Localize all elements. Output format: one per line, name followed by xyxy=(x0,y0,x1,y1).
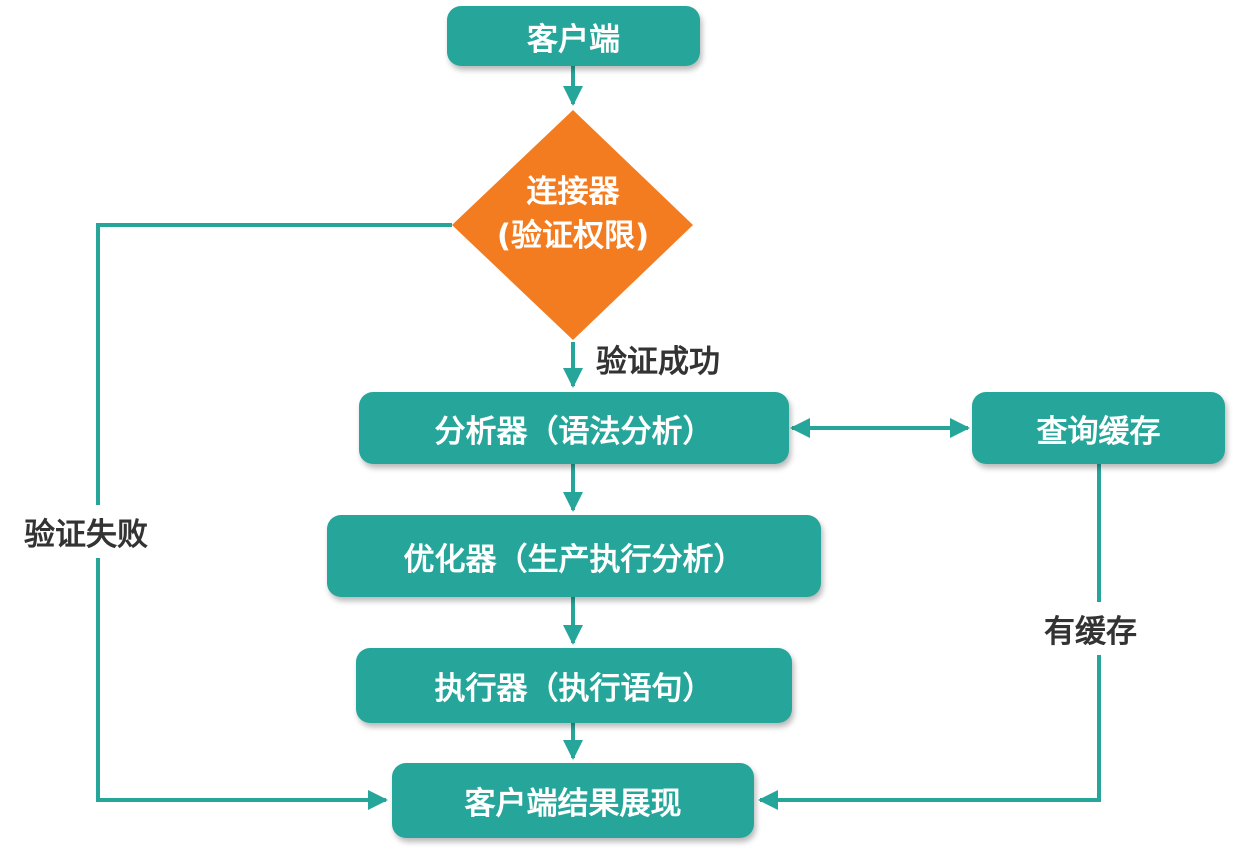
auth-success-label: 验证成功 xyxy=(596,344,720,380)
analyzer-node-label: 分析器（语法分析） xyxy=(434,413,714,450)
auth-failed-label: 验证失败 xyxy=(24,505,148,558)
analyzer-node: 分析器（语法分析） xyxy=(359,392,789,464)
connector-node: 连接器 (验证权限) xyxy=(468,170,678,258)
edge-has-cache xyxy=(758,464,1101,810)
optimizer-node: 优化器（生产执行分析） xyxy=(327,515,821,597)
result-node: 客户端结果展现 xyxy=(392,763,754,838)
connector-decision-diamond xyxy=(452,110,693,340)
result-node-label: 客户端结果展现 xyxy=(464,786,682,822)
client-node-label: 客户端 xyxy=(527,21,620,58)
connector-node-title: 连接器 xyxy=(526,174,620,210)
client-node: 客户端 xyxy=(447,6,700,66)
has-cache-label: 有缓存 xyxy=(1044,602,1137,655)
query-cache-node-label: 查询缓存 xyxy=(1036,413,1161,450)
connector-node-subtitle: (验证权限) xyxy=(496,218,650,254)
executor-node-label: 执行器（执行语句） xyxy=(434,671,714,707)
query-cache-node: 查询缓存 xyxy=(972,392,1225,464)
executor-node: 执行器（执行语句） xyxy=(356,648,792,723)
optimizer-node-label: 优化器（生产执行分析） xyxy=(403,541,745,578)
